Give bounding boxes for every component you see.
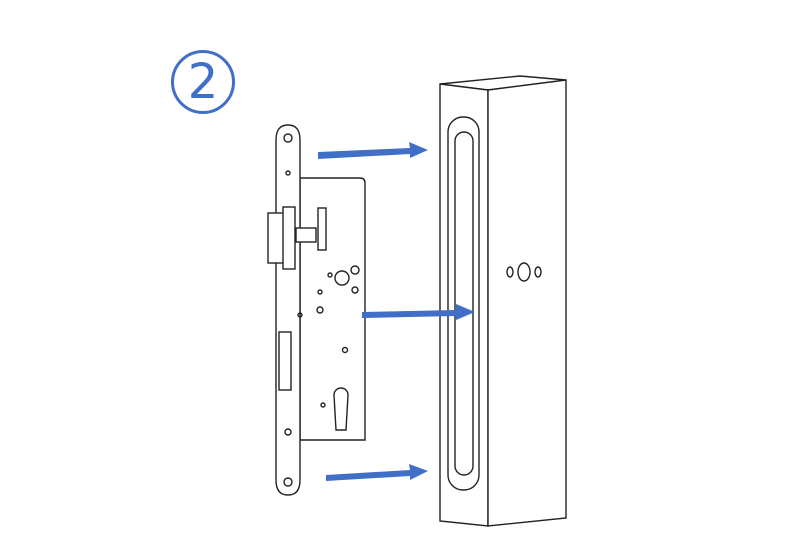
arrows — [318, 142, 475, 481]
step-number-badge: 2 — [171, 50, 235, 114]
mortise-lock — [267, 124, 366, 496]
deadbolt — [278, 331, 292, 391]
keyhole — [333, 387, 349, 431]
arrow-middle — [362, 304, 475, 320]
door-block — [439, 75, 567, 527]
cylinder-hole — [506, 262, 542, 282]
mortise-slot — [447, 116, 480, 491]
faceplate — [275, 124, 301, 496]
arrow-bottom — [326, 464, 428, 481]
arrow-top — [318, 142, 428, 159]
lock-body — [299, 177, 366, 441]
